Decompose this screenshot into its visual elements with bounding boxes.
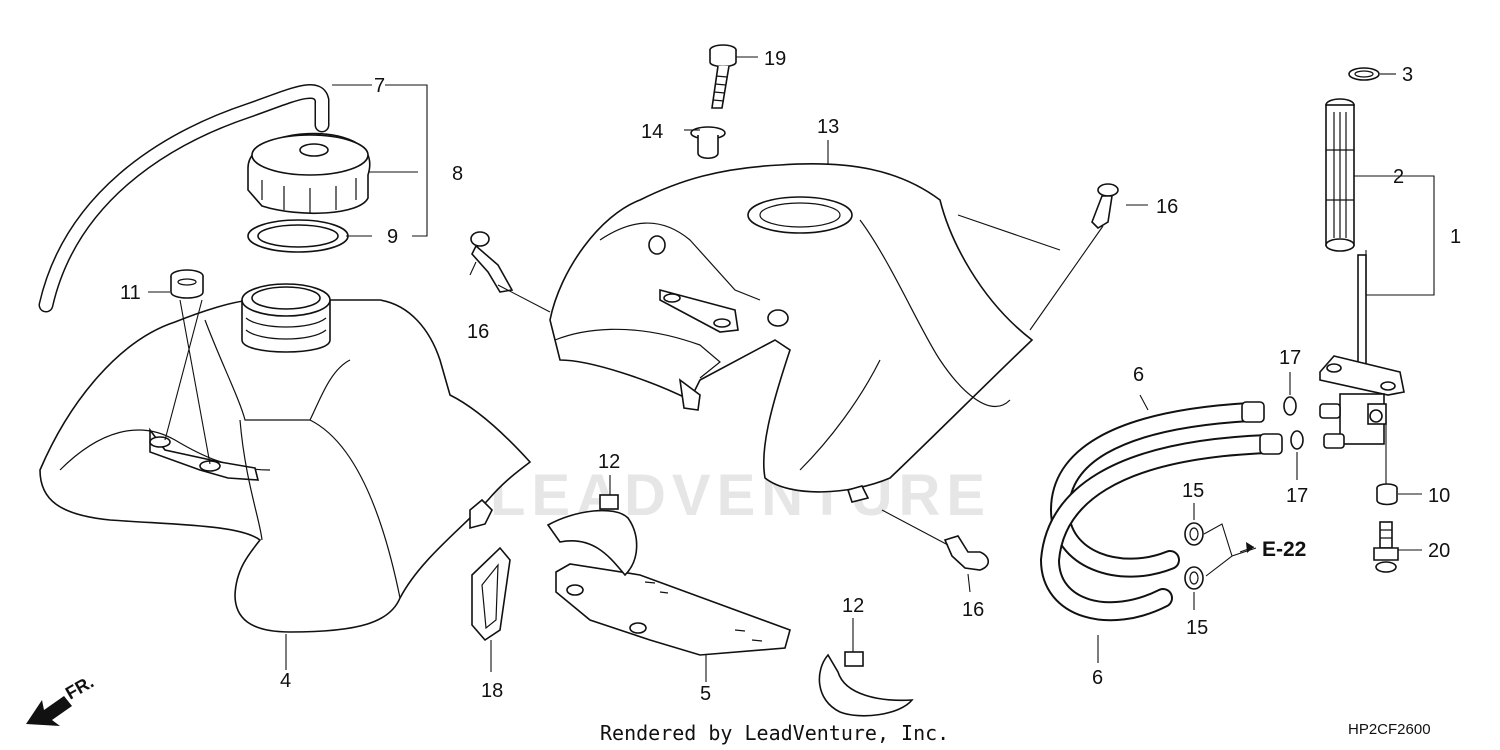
- callout-1: 1: [1450, 226, 1461, 248]
- callout-16-left: 16: [467, 321, 489, 343]
- callout-18: 18: [481, 680, 503, 702]
- strainer-screen-part: [1325, 98, 1355, 252]
- callout-15-upper: 15: [1182, 480, 1204, 502]
- trim-clip-part-lower: [943, 535, 990, 571]
- reference-group: E-22: [1239, 538, 1306, 561]
- cap-gasket-part: [247, 219, 349, 253]
- leader-lines: [148, 56, 1435, 682]
- spring-clip-part-a: [1283, 396, 1297, 416]
- callout-3: 3: [1402, 64, 1413, 86]
- callout-14: 14: [641, 121, 663, 143]
- band-part-lower: [818, 651, 914, 717]
- hose-clip-part-b: [1184, 566, 1204, 590]
- flange-bolt-part: [709, 44, 737, 109]
- spring-clip-part-b: [1290, 430, 1304, 450]
- callout-15-lower: 15: [1186, 617, 1208, 639]
- callout-12-upper: 12: [598, 451, 620, 473]
- callout-6-lower: 6: [1092, 667, 1103, 689]
- callout-12-lower: 12: [842, 595, 864, 617]
- trim-clip-part-left: [470, 231, 514, 293]
- callout-13: 13: [817, 116, 839, 138]
- callout-10: 10: [1428, 485, 1450, 507]
- fuel-cap-part: [247, 132, 371, 214]
- callout-17-upper: 17: [1279, 347, 1301, 369]
- collar-part: [690, 126, 726, 160]
- footer-credit: Rendered by LeadVenture, Inc.: [600, 721, 949, 745]
- callout-2: 2: [1393, 166, 1404, 188]
- callout-11: 11: [120, 282, 141, 304]
- fuel-hose-part: [1039, 401, 1283, 622]
- diagram-code: HP2CF2600: [1348, 721, 1431, 738]
- trim-clip-part-right: [1091, 183, 1119, 230]
- callout-17-lower: 17: [1286, 485, 1308, 507]
- grommet-part: [170, 269, 204, 299]
- callout-9: 9: [387, 226, 398, 248]
- o-ring-part: [1348, 67, 1380, 81]
- front-direction-indicator: FR.: [26, 672, 97, 726]
- seal-part: [1376, 483, 1398, 506]
- callout-7: 7: [374, 75, 385, 97]
- tank-bracket-part: [555, 563, 791, 656]
- callout-8: 8: [452, 163, 463, 185]
- callout-16-right: 16: [1156, 196, 1178, 218]
- callout-16-lower: 16: [962, 599, 984, 621]
- callout-6-upper: 6: [1133, 364, 1144, 386]
- fuel-cock-part: [1319, 254, 1405, 449]
- tank-cover-part: [549, 162, 1034, 503]
- callout-labels: 1 2 3 4 5 6 6 7 8 9 10 11 12 12 13 14 15…: [120, 48, 1461, 705]
- arrow-icon: [1246, 542, 1254, 553]
- hose-clip-part-a: [1184, 522, 1204, 546]
- band-part-upper: [546, 494, 638, 577]
- reference-label: E-22: [1262, 538, 1306, 561]
- fuel-tank-part: [39, 283, 532, 633]
- callout-5: 5: [700, 683, 711, 705]
- front-label: FR.: [62, 672, 97, 704]
- callout-20: 20: [1428, 540, 1450, 562]
- vent-tube-part: [38, 84, 330, 313]
- front-arrow-icon: [26, 696, 72, 726]
- bolt-part: [1373, 521, 1399, 573]
- rubber-strap-part: [471, 546, 511, 642]
- callout-4: 4: [280, 670, 291, 692]
- callout-19: 19: [764, 48, 786, 70]
